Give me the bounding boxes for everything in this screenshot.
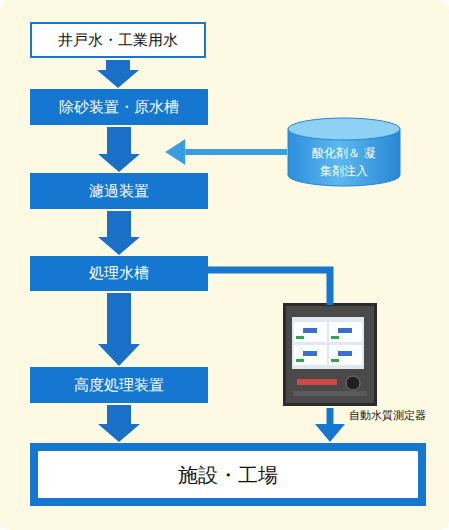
arrow-shaft [107,127,131,154]
node-label: 濾過装置 [89,180,149,203]
key-strip [293,391,367,396]
flow-arrow [206,270,330,305]
process-box: 高度処理装置 [30,367,208,403]
node-label: 施設・工場 [178,460,278,490]
screen-cell [294,322,327,342]
meter-illustration [283,303,377,406]
flow-arrow [98,127,140,172]
status-leds [297,379,337,385]
screen-tag [331,359,339,362]
process-box: 濾過装置 [30,173,208,209]
node-label: 井戸水・工業用水 [58,29,178,52]
screen-tag [296,336,304,339]
process-box: 除砂装置・原水槽 [30,89,208,125]
flow-arrow [98,211,140,255]
flow-arrow [315,408,345,442]
node-label: 除砂装置・原水槽 [59,96,179,119]
flow-arrow [98,405,140,442]
screen-value [338,351,352,356]
arrow-shaft [206,270,330,305]
meter-screen [292,317,364,369]
arrow-shaft [107,293,131,344]
node-label: 高度処理装置 [74,374,164,397]
arrow-shaft [327,408,334,424]
chemical-tank: 酸化剤＆ 凝集剤注入 [287,117,401,187]
node-label: 処理水槽 [89,262,149,285]
meter-node: 自動水質測定器 [283,303,377,406]
meter-frame [283,303,377,406]
arrow-head [98,237,140,255]
arrow-head [315,424,345,442]
arrow-head [98,344,140,366]
process-box: 処理水槽 [30,256,208,291]
screen-value [303,328,317,333]
arrow-head [98,154,140,172]
flow-arrow [98,293,140,366]
arrow-shaft [106,60,130,70]
arrow-head [98,424,140,442]
screen-value [338,328,352,333]
control-dial [346,376,360,390]
arrow-head [97,70,139,88]
screen-tag [296,359,304,362]
meter-bezel [286,306,374,403]
arrow-shaft [107,211,131,237]
flow-arrow [97,60,139,88]
flow-arrow [165,139,287,165]
destination-box: 施設・工場 [30,443,426,506]
source-box: 井戸水・工業用水 [30,22,206,58]
screen-cell [294,345,327,365]
arrow-shaft [185,149,287,155]
cylinder-top [288,118,400,140]
screen-value [303,351,317,356]
device-label: 自動水質測定器 [349,408,426,425]
screen-tag [331,336,339,339]
node-label: 酸化剤＆ 凝集剤注入 [311,144,377,180]
screen-cell [329,322,362,342]
screen-cell [329,345,362,365]
arrow-shaft [107,405,131,424]
arrow-head [165,139,185,165]
